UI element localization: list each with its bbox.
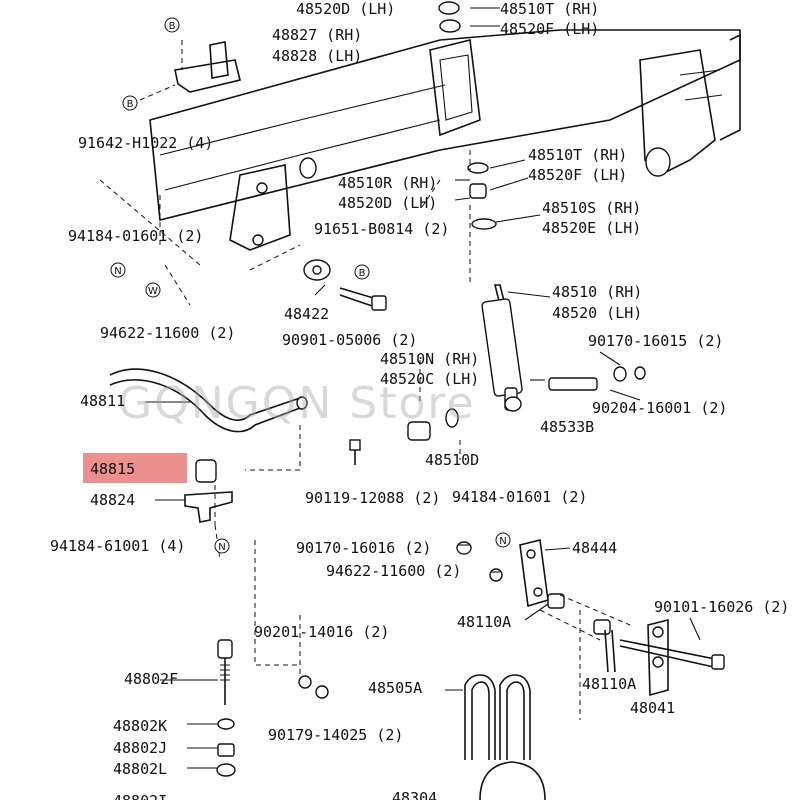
svg-text:B: B [127, 99, 134, 110]
label-90101: 90101-16026 (2) [654, 598, 789, 616]
stabilizer-bushing-48815 [195, 459, 217, 483]
store-watermark: GQNGQN Store [118, 378, 476, 429]
label-90204: 90204-16001 (2) [592, 399, 727, 417]
label-48510: 48510 (RH) [552, 283, 642, 301]
label-48510T-top: 48510T (RH) [500, 0, 599, 18]
label-48533B: 48533B [540, 418, 594, 436]
svg-text:N: N [499, 536, 506, 547]
svg-text:N: N [218, 542, 225, 553]
leader-lines [99, 7, 701, 769]
label-48802L: 48802L [113, 760, 167, 778]
label-48520: 48520 (LH) [552, 304, 642, 322]
bushings-group [407, 1, 646, 441]
label-48422: 48422 [284, 305, 329, 323]
label-48802J: 48802J [113, 739, 167, 757]
symbol-nut-1: N [110, 262, 126, 278]
symbol-bolt-1: B [164, 17, 180, 33]
label-94622-a: 94622-11600 (2) [100, 324, 235, 342]
svg-text:N: N [114, 266, 121, 277]
stabilizer-bracket-48824 [184, 491, 233, 523]
label-91642: 91642-H1022 (4) [78, 134, 213, 152]
symbol-washer-1: W [145, 282, 161, 298]
bolt-group [303, 259, 503, 582]
label-48802F: 48802F [124, 670, 178, 688]
label-48811: 48811 [80, 392, 125, 410]
label-48304: 48304 [392, 789, 437, 800]
label-48520D-mid: 48520D (LH) [338, 194, 437, 212]
highlight-box-48815 [83, 453, 187, 483]
label-91651: 91651-B0814 (2) [314, 220, 449, 238]
label-94184-61001: 94184-61001 (4) [50, 537, 185, 555]
label-48110A-b: 48110A [582, 675, 636, 693]
label-90170-16015: 90170-16015 (2) [588, 332, 723, 350]
label-90179: 90179-14025 (2) [268, 726, 403, 744]
svg-text:B: B [359, 268, 366, 279]
label-90119: 90119-12088 (2) [305, 489, 440, 507]
label-48520F-top: 48520F (LH) [500, 20, 599, 38]
label-48520D-top: 48520D (LH) [296, 0, 395, 18]
symbol-nut-2: N [214, 538, 230, 554]
svg-text:W: W [148, 286, 158, 297]
label-94622-b: 94622-11600 (2) [326, 562, 461, 580]
stabilizer-link-48802F [216, 639, 329, 777]
label-48815: 48815 [90, 460, 135, 478]
u-bolts-48505A [464, 674, 531, 760]
label-48510S: 48510S (RH) [542, 199, 641, 217]
label-48510T-mid: 48510T (RH) [528, 146, 627, 164]
label-94184-01601-b: 94184-01601 (2) [452, 488, 587, 506]
label-48520E: 48520E (LH) [542, 219, 641, 237]
label-48802K: 48802K [113, 717, 167, 735]
label-48510N: 48510N (RH) [380, 350, 479, 368]
label-48510R: 48510R (RH) [338, 174, 437, 192]
label-48520F-mid: 48520F (LH) [528, 166, 627, 184]
label-90901: 90901-05006 (2) [282, 331, 417, 349]
label-48510D: 48510D [425, 451, 479, 469]
stabilizer-bar [109, 368, 308, 433]
label-48824: 48824 [90, 491, 135, 509]
label-94184-01601-a: 94184-01601 (2) [68, 227, 203, 245]
label-48802I-partial: 48802I [113, 792, 167, 800]
label-90201: 90201-14016 (2) [254, 623, 389, 641]
bracket-48827 [139, 40, 241, 101]
hanger-48041 [619, 618, 725, 697]
symbol-bolt-2: B [122, 95, 138, 111]
frame-rail [149, 29, 741, 251]
label-48110A-a: 48110A [457, 613, 511, 631]
bump-stop-48304 [479, 761, 546, 801]
label-90170-16016: 90170-16016 (2) [296, 539, 431, 557]
label-48041: 48041 [630, 699, 675, 717]
symbol-bolt-3: B [354, 264, 370, 280]
label-48505A: 48505A [368, 679, 422, 697]
symbol-nut-3: N [495, 532, 511, 548]
label-48520C: 48520C (LH) [380, 370, 479, 388]
label-48828: 48828 (LH) [272, 47, 362, 65]
shackle-48444 [519, 539, 616, 673]
shock-absorber-48510 [481, 284, 523, 412]
svg-text:B: B [169, 21, 176, 32]
label-48827: 48827 (RH) [272, 26, 362, 44]
label-48444: 48444 [572, 539, 617, 557]
